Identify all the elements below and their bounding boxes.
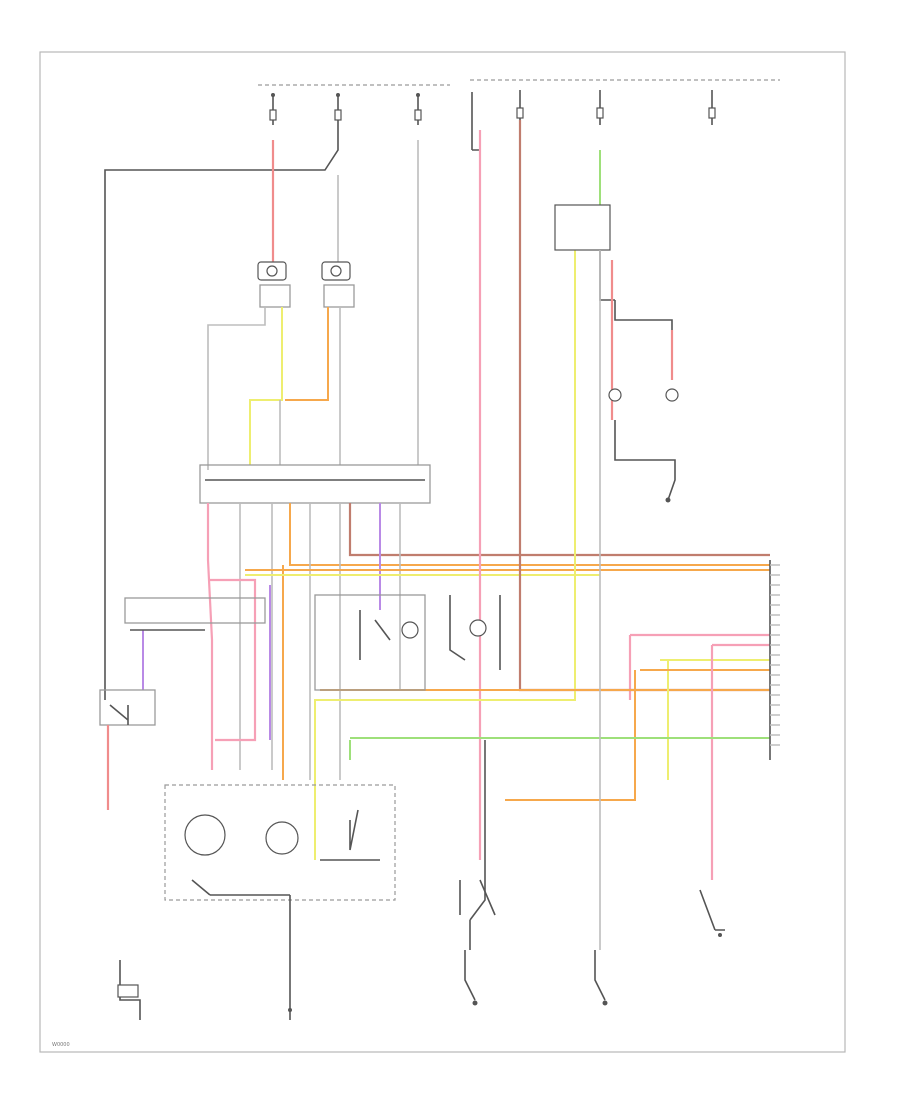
figure-id: W0000 <box>52 1042 70 1048</box>
left-lamp-hi-beam <box>249 307 283 465</box>
ground-far-right <box>699 889 725 937</box>
body-control-module <box>769 560 780 760</box>
ground-center-right <box>464 950 478 1006</box>
green-signal-wire <box>349 737 770 760</box>
relay-block <box>124 597 266 624</box>
fuse-center <box>334 93 342 125</box>
left-headlight-bulb <box>257 261 291 308</box>
pink-feed-down <box>206 503 214 770</box>
combination-switch <box>164 784 396 960</box>
yellow-right-drop <box>660 659 770 780</box>
ground-right <box>594 950 608 1006</box>
left-switch <box>99 689 156 810</box>
pink-right-drop <box>710 643 770 880</box>
diagram-frame <box>39 51 846 1053</box>
left-pink-loop <box>210 578 257 742</box>
top-fuse-box <box>258 79 780 86</box>
brown-signal-wire <box>348 503 770 557</box>
headlight-connector <box>199 464 431 504</box>
main-ground-wire <box>104 125 339 700</box>
fuse-box-bracket <box>471 92 480 151</box>
tail-light-circuit <box>554 204 679 503</box>
ground-left <box>117 960 141 1020</box>
center-switch-cluster <box>314 594 501 691</box>
fuse-right <box>414 93 422 125</box>
left-lamp-ground <box>207 307 266 470</box>
orange-signal-wire <box>289 503 770 566</box>
right-lamp-hi-beam <box>285 307 329 401</box>
center-ground-run <box>469 740 486 950</box>
center-switch <box>459 879 496 916</box>
fuse-left <box>269 93 277 125</box>
yellow-long-loop <box>314 220 576 860</box>
ground-center-left <box>288 960 292 1020</box>
orange-to-center <box>505 669 770 801</box>
fuse-stop <box>516 90 524 125</box>
fuse-tail <box>596 90 604 125</box>
right-headlight-bulb <box>321 261 355 308</box>
fuse-back <box>708 90 716 125</box>
